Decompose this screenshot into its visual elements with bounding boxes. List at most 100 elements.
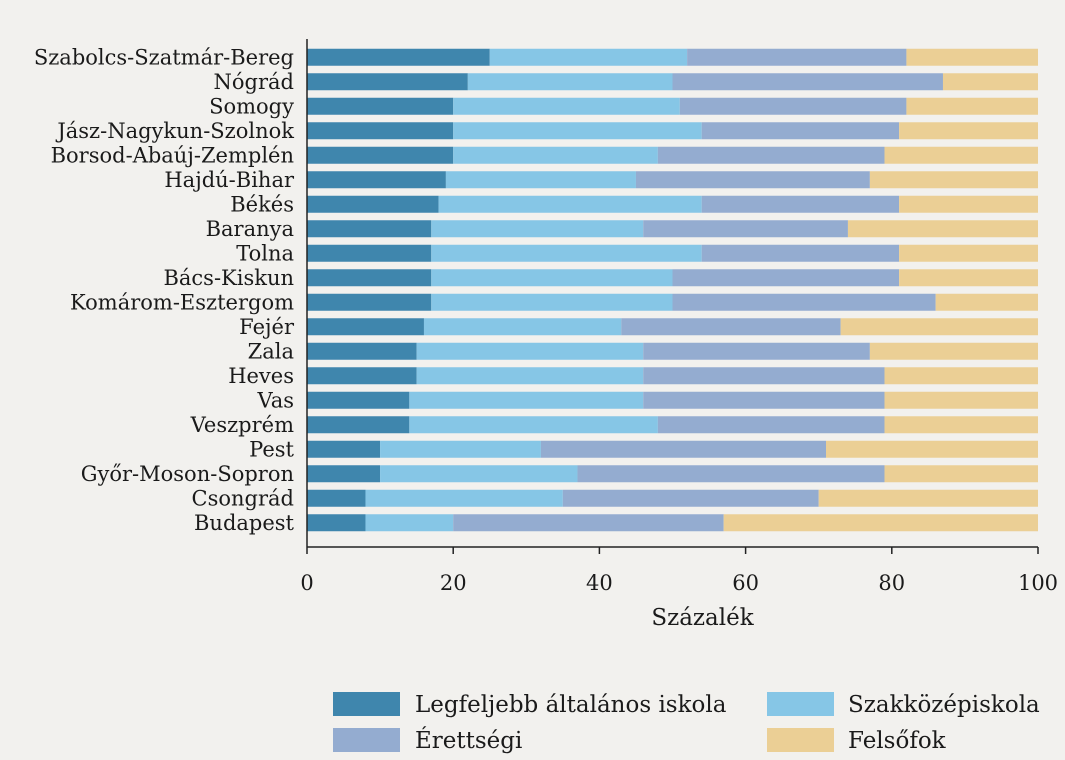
bar-hajdu-bihar-felsofok	[869, 171, 1038, 189]
bar-tolna-felsofok	[899, 244, 1038, 262]
bar-baranya-felsofok	[847, 220, 1038, 238]
category-label: Somogy	[209, 94, 294, 118]
bar-hajdu-bihar-legfeljebb-altalanos-iskola	[307, 171, 446, 189]
bar-budapest-szakkozepiskola	[365, 514, 454, 532]
bar-heves-szakkozepiskola	[416, 367, 644, 385]
bar-gyor-moson-sopron-legfeljebb-altalanos-iskola	[307, 465, 381, 483]
bar-heves-erettsegi	[643, 367, 885, 385]
x-tick-label: 40	[586, 571, 613, 595]
category-label: Csongrád	[192, 486, 294, 510]
bar-komarom-esztergom-szakkozepiskola	[431, 293, 673, 311]
bar-tolna-szakkozepiskola	[431, 244, 702, 262]
bar-vas-legfeljebb-altalanos-iskola	[307, 391, 410, 409]
bar-bekes-szakkozepiskola	[438, 195, 702, 213]
legend-swatch-szakkozepiskola	[767, 692, 834, 716]
bar-budapest-legfeljebb-altalanos-iskola	[307, 514, 366, 532]
bar-veszprem-erettsegi	[657, 416, 885, 434]
bar-komarom-esztergom-legfeljebb-altalanos-iskola	[307, 293, 432, 311]
bar-somogy-legfeljebb-altalanos-iskola	[307, 97, 454, 115]
x-tick-label: 20	[440, 571, 467, 595]
x-tick-label: 80	[878, 571, 905, 595]
legend-swatch-erettsegi	[333, 728, 400, 752]
bar-zala-erettsegi	[643, 342, 870, 360]
bar-csongrad-felsofok	[818, 489, 1038, 507]
bar-nograd-szakkozepiskola	[467, 73, 673, 91]
bar-tolna-legfeljebb-altalanos-iskola	[307, 244, 432, 262]
bar-nograd-erettsegi	[672, 73, 943, 91]
category-label: Tolna	[236, 241, 294, 265]
bar-borsod-abauj-zemplen-erettsegi	[657, 146, 885, 164]
bar-jasz-nagykun-szolnok-felsofok	[899, 122, 1038, 140]
bar-borsod-abauj-zemplen-szakkozepiskola	[453, 146, 658, 164]
bar-gyor-moson-sopron-felsofok	[884, 465, 1038, 483]
category-label: Szabolcs-Szatmár-Bereg	[34, 45, 294, 69]
bar-heves-legfeljebb-altalanos-iskola	[307, 367, 417, 385]
bar-baranya-legfeljebb-altalanos-iskola	[307, 220, 432, 238]
bar-pest-szakkozepiskola	[380, 440, 541, 458]
bar-pest-felsofok	[826, 440, 1038, 458]
legend-label-legfeljebb-altalanos-iskola: Legfeljebb általános iskola	[415, 692, 727, 718]
bar-fejer-erettsegi	[621, 318, 841, 336]
legend-label-szakkozepiskola: Szakközépiskola	[848, 692, 1040, 718]
category-label: Borsod-Abaúj-Zemplén	[51, 143, 294, 167]
x-tick-label: 60	[732, 571, 759, 595]
bar-jasz-nagykun-szolnok-szakkozepiskola	[453, 122, 702, 140]
bar-fejer-felsofok	[840, 318, 1038, 336]
category-label: Bács-Kiskun	[163, 266, 294, 290]
legend-swatch-legfeljebb-altalanos-iskola	[333, 692, 400, 716]
x-axis-ticks: 0 20 40 60 80 100	[300, 547, 1058, 595]
bar-csongrad-szakkozepiskola	[365, 489, 563, 507]
bar-nograd-legfeljebb-altalanos-iskola	[307, 73, 468, 91]
bar-szabolcs-szatmar-bereg-erettsegi	[687, 48, 907, 66]
category-label: Nógrád	[214, 70, 294, 94]
bars-layer	[307, 48, 1038, 532]
bar-csongrad-erettsegi	[562, 489, 819, 507]
bar-hajdu-bihar-erettsegi	[635, 171, 870, 189]
bar-borsod-abauj-zemplen-felsofok	[884, 146, 1038, 164]
bar-hajdu-bihar-szakkozepiskola	[445, 171, 636, 189]
category-label: Pest	[249, 437, 294, 461]
category-label: Veszprém	[190, 413, 294, 437]
bar-somogy-szakkozepiskola	[453, 97, 680, 115]
bar-nograd-felsofok	[942, 73, 1038, 91]
bar-budapest-felsofok	[723, 514, 1038, 532]
bar-bacs-kiskun-erettsegi	[672, 269, 900, 287]
category-label: Vas	[256, 388, 294, 412]
bar-szabolcs-szatmar-bereg-felsofok	[906, 48, 1038, 66]
legend: Legfeljebb általános iskola Szakközépisko…	[333, 692, 1040, 754]
x-tick-label: 0	[300, 571, 313, 595]
bar-szabolcs-szatmar-bereg-legfeljebb-altalanos-iskola	[307, 48, 490, 66]
bar-vas-szakkozepiskola	[409, 391, 644, 409]
category-label: Békés	[230, 192, 294, 216]
bar-baranya-szakkozepiskola	[431, 220, 644, 238]
category-labels: Szabolcs-Szatmár-BeregNógrádSomogyJász-N…	[34, 45, 295, 535]
bar-heves-felsofok	[884, 367, 1038, 385]
bar-veszprem-felsofok	[884, 416, 1038, 434]
category-label: Hajdú-Bihar	[164, 168, 295, 192]
bar-bacs-kiskun-felsofok	[899, 269, 1038, 287]
bar-gyor-moson-sopron-erettsegi	[577, 465, 885, 483]
bar-fejer-legfeljebb-altalanos-iskola	[307, 318, 424, 336]
bar-somogy-erettsegi	[679, 97, 907, 115]
bar-vas-erettsegi	[643, 391, 885, 409]
bar-bacs-kiskun-legfeljebb-altalanos-iskola	[307, 269, 432, 287]
bar-komarom-esztergom-felsofok	[935, 293, 1038, 311]
category-label: Heves	[228, 364, 294, 388]
bar-szabolcs-szatmar-bereg-szakkozepiskola	[489, 48, 688, 66]
bar-somogy-felsofok	[906, 97, 1038, 115]
bar-vas-felsofok	[884, 391, 1038, 409]
bar-bekes-erettsegi	[701, 195, 900, 213]
bar-pest-erettsegi	[540, 440, 827, 458]
bar-zala-legfeljebb-altalanos-iskola	[307, 342, 417, 360]
bar-baranya-erettsegi	[643, 220, 848, 238]
bar-borsod-abauj-zemplen-legfeljebb-altalanos-iskola	[307, 146, 454, 164]
legend-swatch-felsofok	[767, 728, 834, 752]
bar-zala-felsofok	[869, 342, 1038, 360]
category-label: Komárom-Esztergom	[70, 290, 294, 314]
x-tick-label: 100	[1018, 571, 1058, 595]
bar-bekes-legfeljebb-altalanos-iskola	[307, 195, 439, 213]
bar-csongrad-legfeljebb-altalanos-iskola	[307, 489, 366, 507]
bar-veszprem-szakkozepiskola	[409, 416, 658, 434]
bar-zala-szakkozepiskola	[416, 342, 644, 360]
category-label: Zala	[248, 339, 294, 363]
